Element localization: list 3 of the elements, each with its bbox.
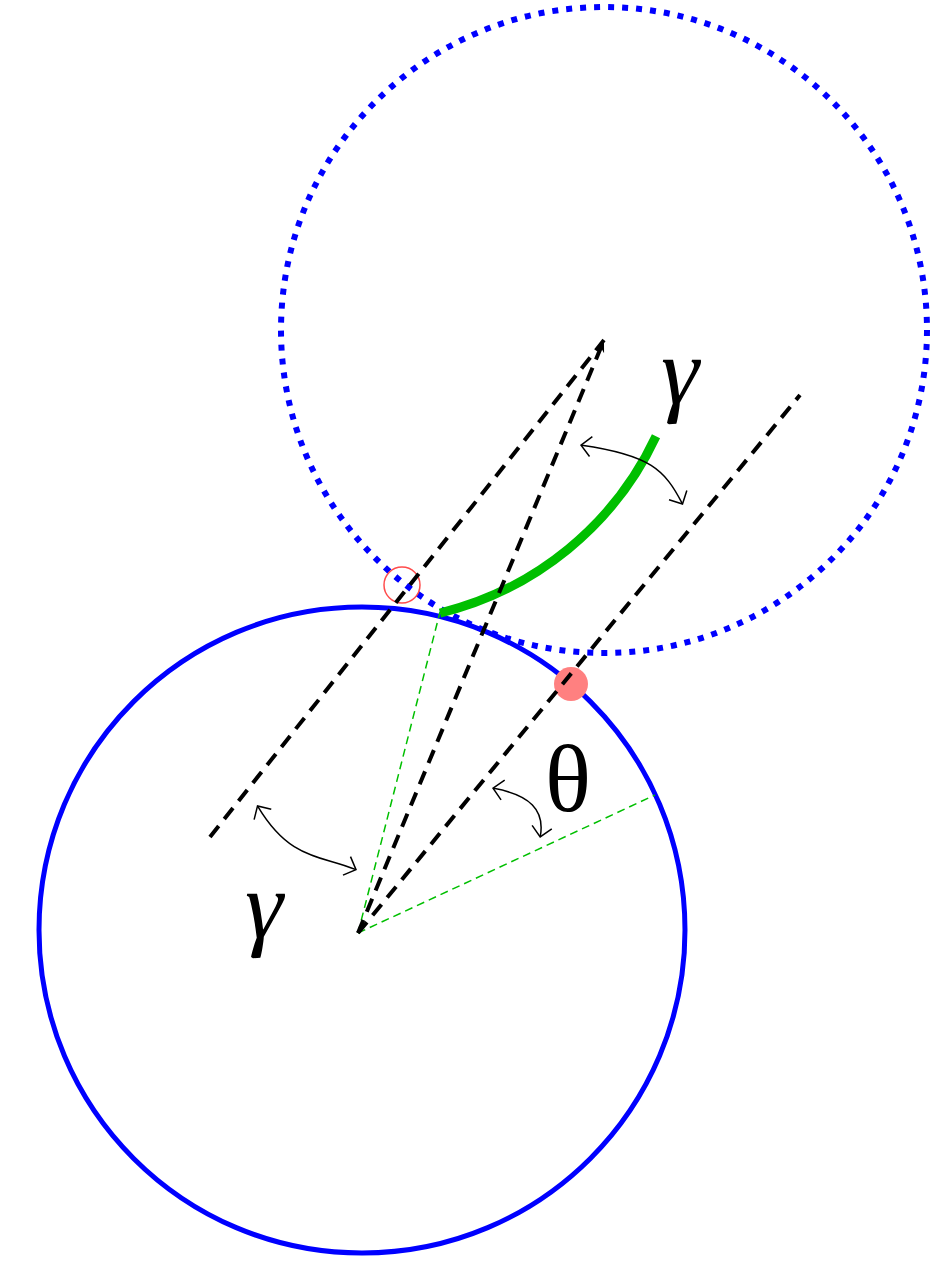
angle-label: θ — [549, 744, 587, 813]
angle-label: γ — [662, 359, 701, 425]
angle-label: γ — [246, 893, 285, 959]
